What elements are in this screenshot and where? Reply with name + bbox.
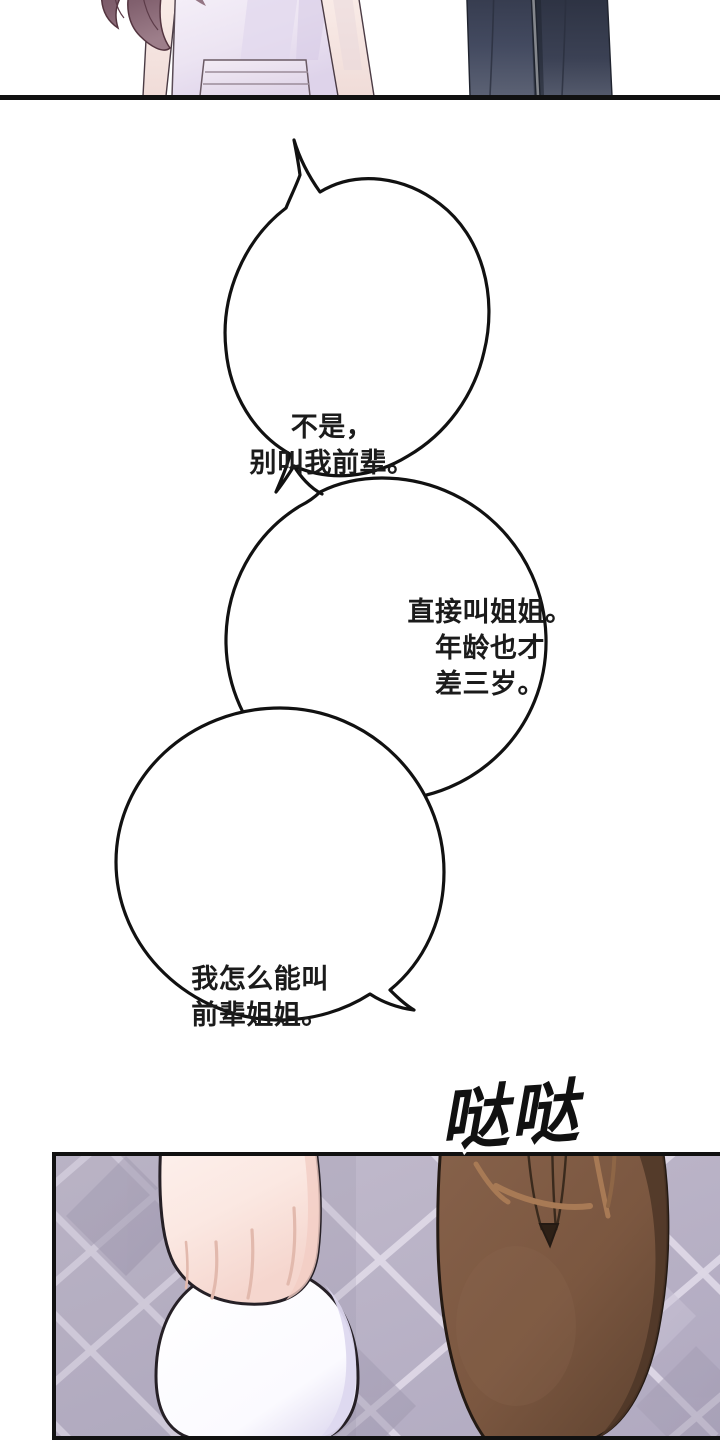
speech-bubble-1-text: 不是， 别叫我前辈。	[249, 412, 415, 480]
speech-bubble-3-text: 我怎么能叫 前辈姐姐。	[191, 964, 329, 1032]
brown-leather-shoe	[436, 1156, 670, 1436]
bare-foot-toes	[158, 1156, 322, 1306]
bottom-panel	[52, 1152, 720, 1440]
top-panel-art	[0, 0, 720, 95]
speech-bubble-2-text: 直接叫姐姐。 年龄也才 差三岁。	[407, 597, 573, 701]
top-panel	[0, 0, 720, 100]
footstep-sound-effect: 哒哒	[434, 1069, 585, 1164]
speech-bubbles-art	[114, 138, 548, 1022]
speech-bubble-layer: 不是， 别叫我前辈。 直接叫姐姐。 年龄也才 差三岁。 我怎么能叫 前辈姐姐。	[0, 100, 720, 1160]
speech-bubble-3-shape	[114, 706, 446, 1022]
speech-bubble-1-shape	[223, 138, 491, 494]
bottom-panel-art	[56, 1156, 720, 1436]
